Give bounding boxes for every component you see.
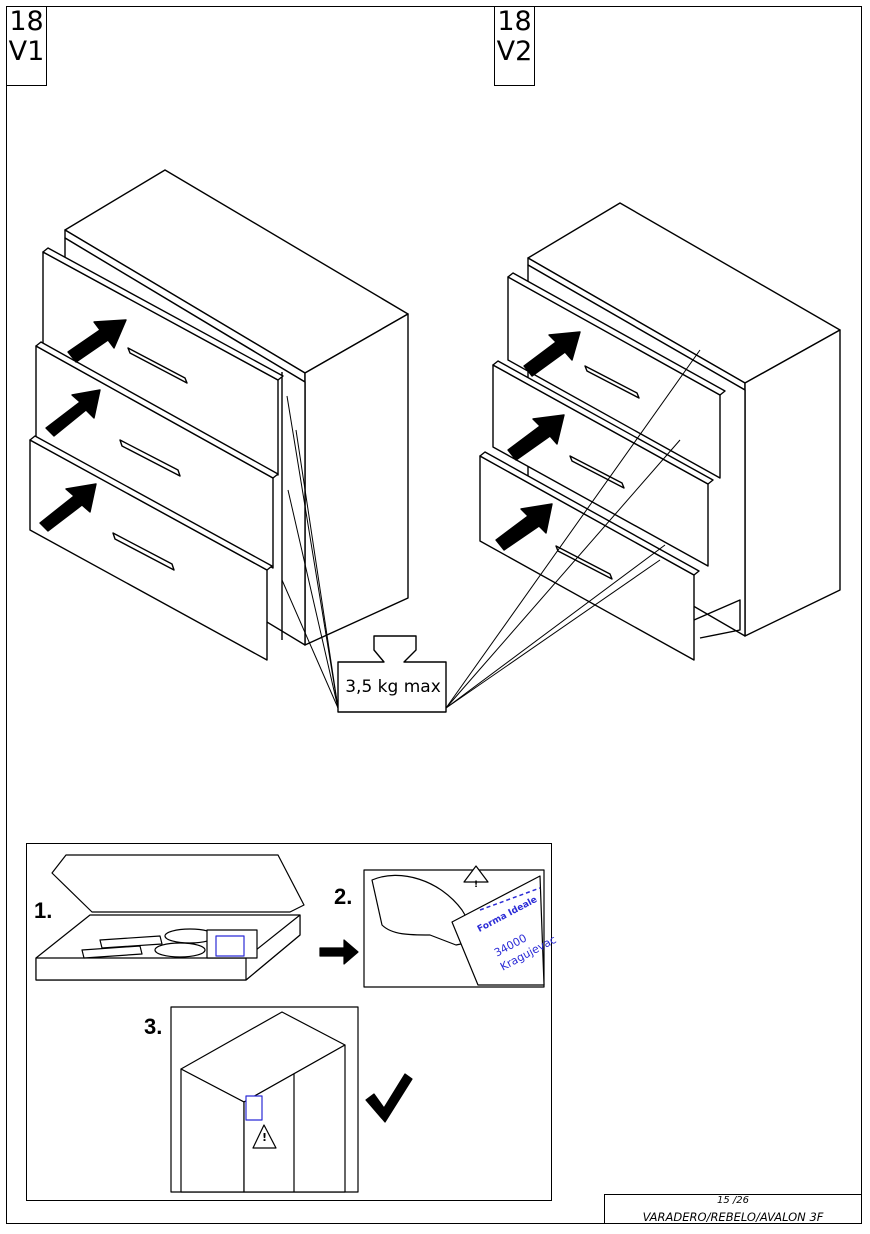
- product-name: VARADERO/REBELO/AVALON 3F: [642, 1210, 824, 1224]
- step-box-v2: 18 V2: [494, 6, 535, 86]
- step-variant: V1: [8, 36, 45, 67]
- inspection-step-3-label: 3.: [144, 1014, 163, 1039]
- footer-box: [604, 1194, 862, 1224]
- label-sticker: [451, 875, 545, 986]
- warning-mark: !: [262, 1131, 268, 1144]
- step-box-v1: 18 V1: [6, 6, 47, 86]
- weight-leader-lines: [281, 349, 701, 709]
- warning-mark: !: [474, 880, 479, 890]
- step-variant: V2: [496, 36, 533, 67]
- chest-v1-illustration: [29, 169, 409, 661]
- chest-v2-illustration: [479, 202, 841, 661]
- inspection-step-2-label: 2.: [334, 884, 353, 909]
- inspection-step-1-label: 1.: [34, 898, 53, 923]
- arrow-right-icon: [319, 939, 359, 965]
- checkmark-icon: [365, 1073, 413, 1123]
- weight-limit-label: 3,5 kg max: [345, 677, 441, 697]
- page-number: 15 /26: [717, 1195, 749, 1206]
- warning-triangle-icon: [252, 1124, 277, 1149]
- page-frame: [6, 6, 862, 1224]
- step-number: 18: [497, 6, 532, 37]
- weight-tag-outline: [337, 635, 447, 713]
- step-number: 18: [9, 6, 44, 37]
- warning-triangle-icon: [463, 865, 489, 883]
- open-package-illustration: [35, 854, 305, 981]
- inspection-box: [26, 843, 552, 1201]
